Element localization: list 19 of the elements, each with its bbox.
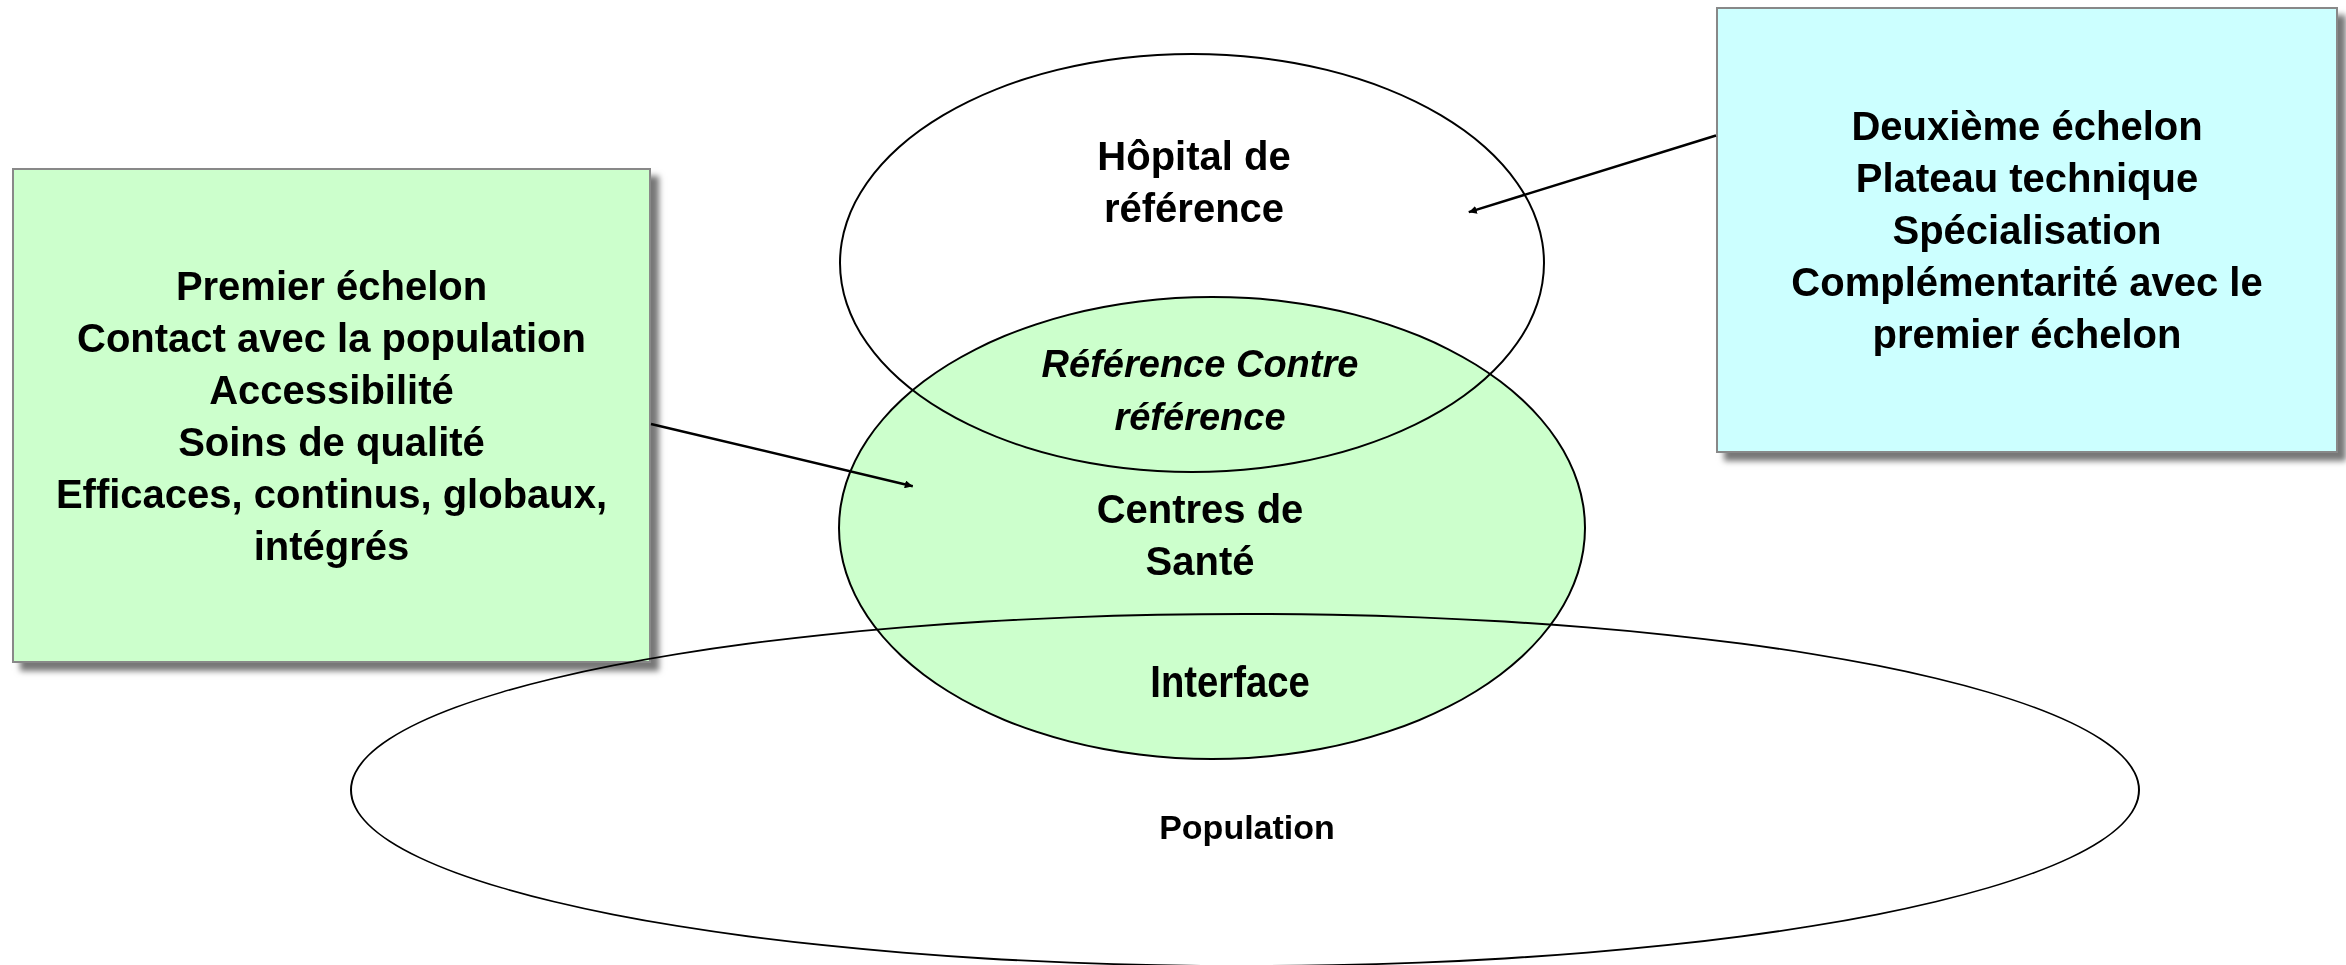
node-text: Contact avec la population [77,314,586,362]
text-box [12,168,651,663]
node-text: Spécialisation [1892,207,2162,254]
node-text: Efficaces, continus, globaux, intégrés [54,470,609,570]
arrow [1468,134,1717,214]
node-text: Population [1158,807,1336,848]
text-box [1716,7,2338,453]
node-text: Complémentarité avec le premier échelon [1790,259,2264,358]
area-label: Référence Contre référence [1040,342,1360,441]
node-text: Deuxième échelon [1851,103,2203,150]
arrow [650,422,914,489]
node-text: Accessibilité [209,366,454,414]
ellipse-node [350,613,2140,965]
node-text: Hôpital de référence [1096,133,1292,232]
area-label: Interface [1149,655,1311,709]
node-text: Plateau technique [1855,155,2199,202]
node-text: Soins de qualité [178,418,485,466]
node-text: Centres de Santé [1095,486,1305,585]
node-text: Premier échelon [175,262,488,310]
